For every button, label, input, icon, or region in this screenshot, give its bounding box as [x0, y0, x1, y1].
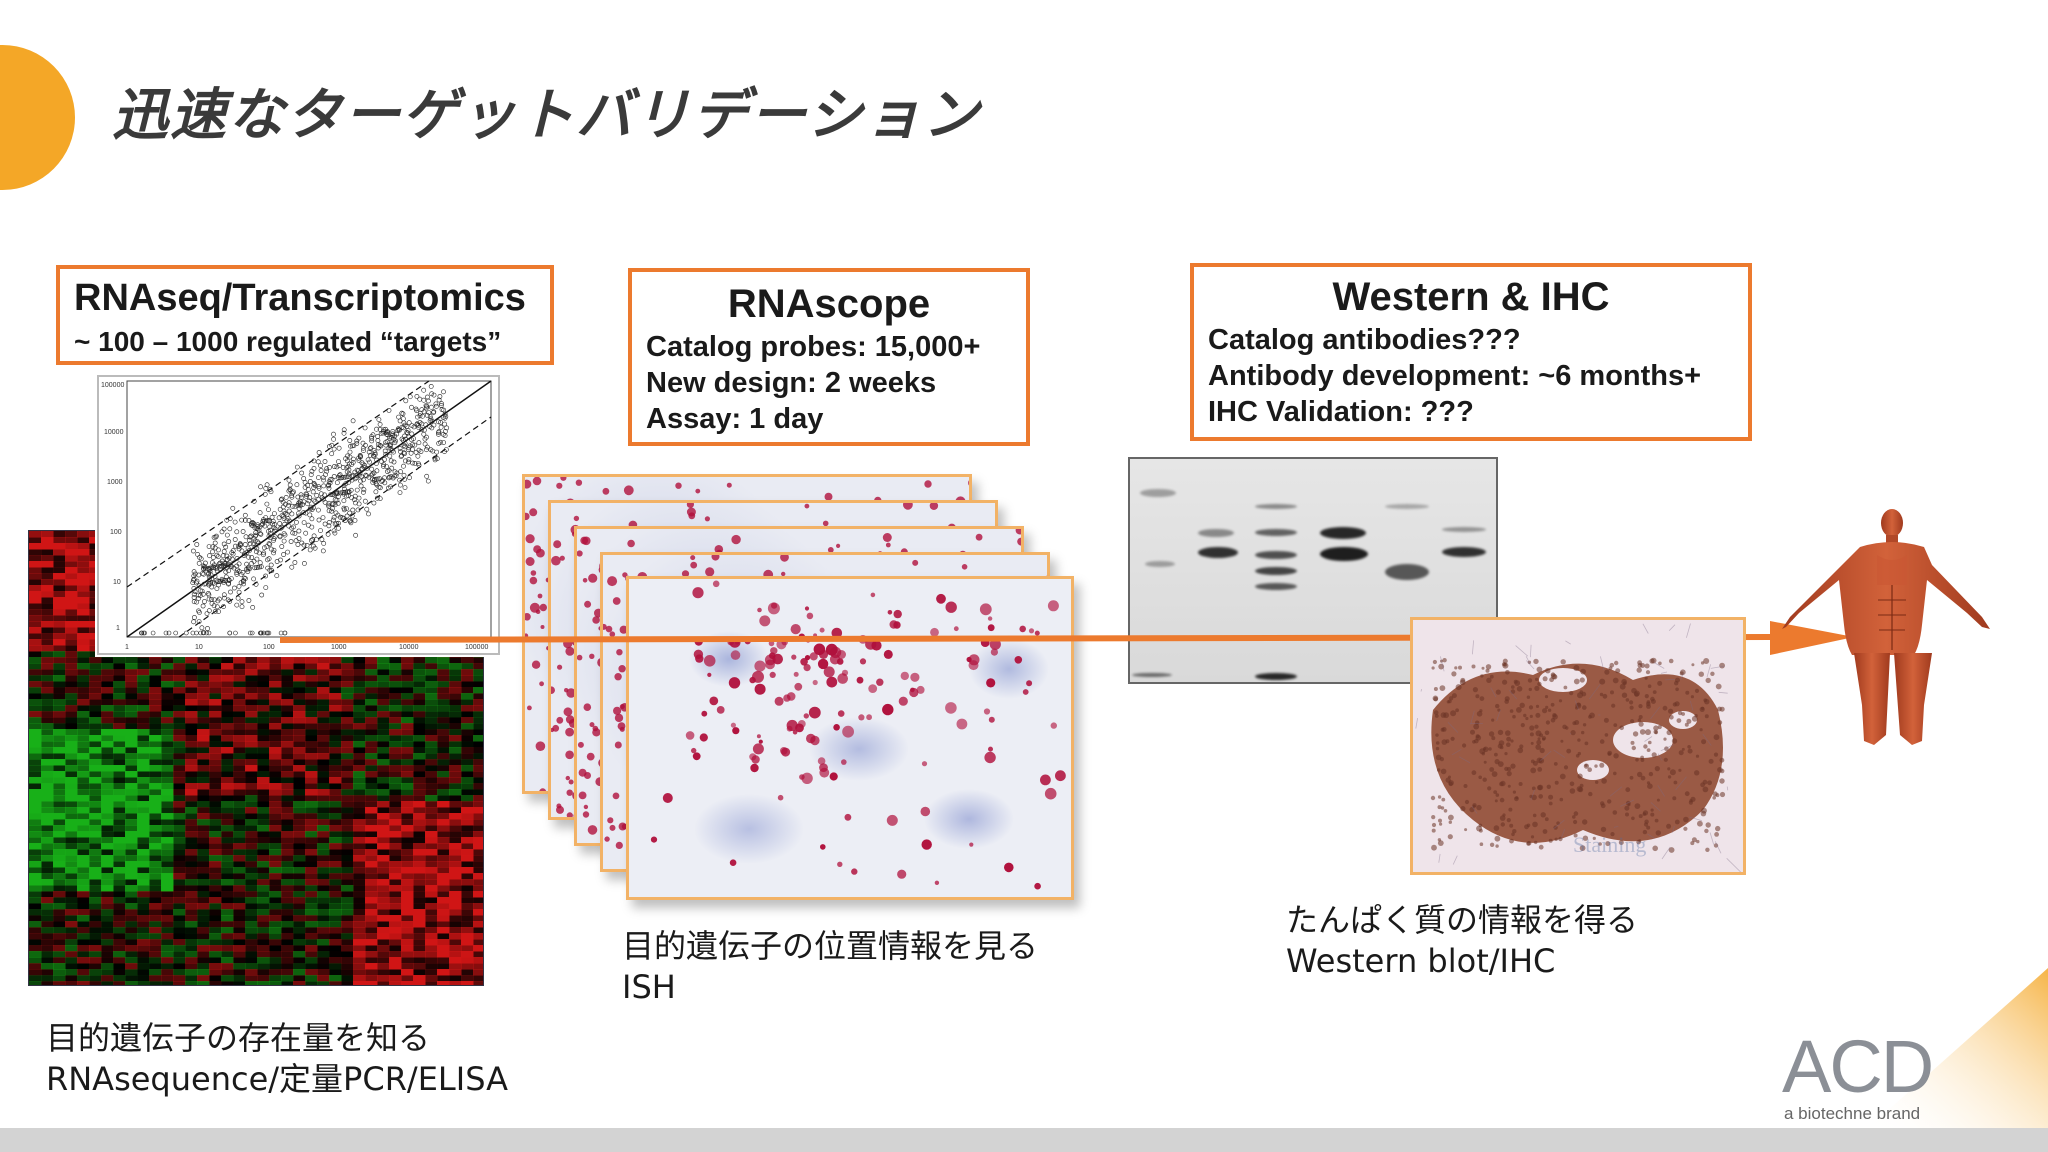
bottom-bar: [0, 1128, 2048, 1152]
western-line-validation: IHC Validation: ???: [1208, 396, 1474, 428]
probe-dots: [650, 580, 1066, 890]
y-tick-label: 100000: [101, 382, 124, 389]
x-tick-label: 10000: [399, 644, 419, 651]
expression-scatter-plot: 100000 10000 1000 100 10 1 1 10 100 1000…: [97, 375, 500, 655]
western-line-development: Antibody development: ~6 months+: [1208, 360, 1702, 392]
y-tick-label: 1: [116, 625, 120, 632]
caption-right-line2: Western blot/IHC: [1286, 942, 1556, 980]
rnascope-heading: RNAscope: [727, 282, 931, 326]
caption-left-line2: RNAsequence/定量PCR/ELISA: [46, 1060, 508, 1098]
rnaseq-heading: RNAseq/Transcriptomics: [74, 277, 526, 319]
scatter-graphic: 100000 10000 1000 100 10 1 1 10 100 1000…: [101, 380, 492, 651]
ihc-stain-image: Staining: [1410, 617, 1746, 875]
y-tick-label: 100: [110, 529, 122, 536]
caption-right-line1: たんぱく質の情報を得る: [1286, 901, 1639, 939]
western-heading: Western & IHC: [1332, 275, 1610, 319]
scatter-x-tick-labels: 1 10 100 1000 10000 100000: [125, 644, 488, 651]
rnascope-box: RNAscope Catalog probes: 15,000+ New des…: [628, 268, 1030, 446]
y-tick-label: 10: [113, 579, 121, 586]
rnaseq-subtext: ~ 100 – 1000 regulated “targets”: [74, 326, 502, 357]
x-tick-label: 100: [263, 644, 275, 651]
rnascope-line-assay: Assay: 1 day: [646, 403, 824, 435]
rnascope-line-catalog: Catalog probes: 15,000+: [646, 331, 981, 363]
y-tick-label: 1000: [107, 479, 123, 486]
caption-left-line1: 目的遺伝子の存在量を知る: [46, 1019, 431, 1057]
western-ihc-box: Western & IHC Catalog antibodies??? Anti…: [1190, 263, 1752, 441]
rnascope-line-design: New design: 2 weeks: [646, 367, 937, 399]
western-line-catalog: Catalog antibodies???: [1208, 324, 1521, 356]
y-tick-label: 10000: [104, 429, 124, 436]
caption-middle: 目的遺伝子の位置情報を見る ISH: [622, 926, 1038, 1008]
rnascope-image-front: [626, 576, 1074, 900]
slide-title: 迅速なターゲットバリデーション: [112, 83, 981, 148]
x-tick-label: 10: [195, 644, 203, 651]
x-tick-label: 1000: [331, 644, 347, 651]
corner-gradient-decoration: [1868, 968, 2048, 1128]
scatter-marks: [126, 380, 492, 638]
ihc-watermark: Staining: [1573, 832, 1647, 857]
x-tick-label: 1: [125, 644, 129, 651]
caption-middle-line2: ISH: [622, 968, 676, 1006]
x-tick-label: 100000: [465, 644, 488, 651]
caption-left: 目的遺伝子の存在量を知る RNAsequence/定量PCR/ELISA: [46, 1018, 508, 1100]
ihc-graphic: [1413, 620, 1743, 872]
human-anatomy-figure: [1782, 509, 1990, 745]
rnaseq-box: RNAseq/Transcriptomics ~ 100 – 1000 regu…: [56, 265, 554, 365]
scatter-y-tick-labels: 100000 10000 1000 100 10 1: [101, 382, 124, 632]
caption-middle-line1: 目的遺伝子の位置情報を見る: [622, 927, 1039, 965]
acd-logo: ACD: [1782, 1025, 1934, 1108]
brand-tagline: a biotechne brand: [1784, 1104, 1921, 1123]
title-accent-circle: [0, 45, 75, 190]
caption-right: たんぱく質の情報を得る Western blot/IHC: [1286, 900, 1638, 982]
